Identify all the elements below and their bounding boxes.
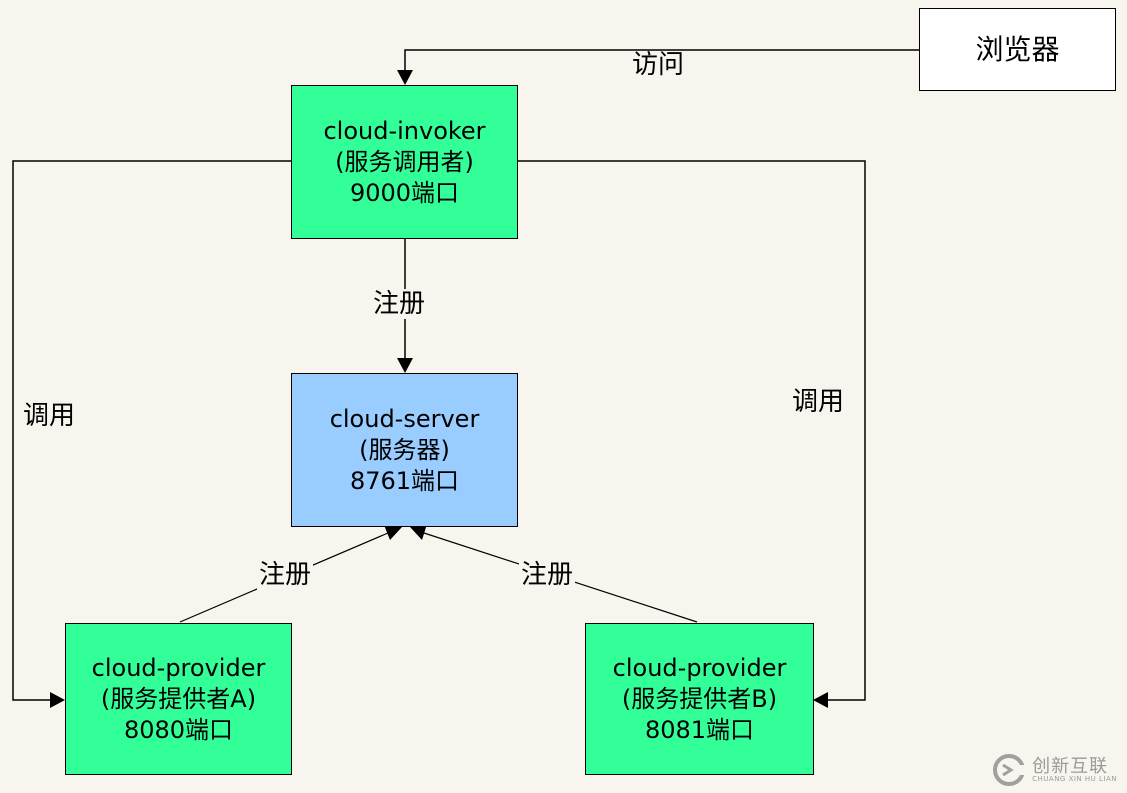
call-right-edge bbox=[517, 160, 866, 701]
call-right-label: 调用 bbox=[792, 387, 845, 417]
invoker-role: (服务调用者) bbox=[335, 147, 474, 176]
register-invoker-label: 注册 bbox=[371, 289, 428, 319]
provider-b-port: 8081端口 bbox=[644, 715, 755, 744]
call-left-arrowhead bbox=[50, 692, 65, 708]
watermark-text: 创新互联 bbox=[1032, 755, 1109, 777]
register-invoker-arrowhead bbox=[397, 358, 413, 373]
browser-node: 浏览器 bbox=[919, 8, 1116, 91]
invoker-name: cloud-invoker bbox=[323, 116, 486, 145]
visit-label: 访问 bbox=[632, 50, 685, 80]
register-a-label: 注册 bbox=[257, 560, 314, 590]
invoker-node: cloud-invoker (服务调用者) 9000端口 bbox=[291, 85, 518, 239]
provider-a-role: (服务提供者A) bbox=[100, 684, 257, 713]
provider-b-node: cloud-provider (服务提供者B) 8081端口 bbox=[585, 623, 814, 775]
server-name: cloud-server bbox=[329, 404, 480, 433]
provider-a-name: cloud-provider bbox=[91, 653, 266, 682]
watermark-logo-icon bbox=[993, 754, 1027, 786]
browser-label: 浏览器 bbox=[975, 33, 1060, 66]
server-role: (服务器) bbox=[359, 435, 450, 464]
invoker-port: 9000端口 bbox=[349, 178, 460, 207]
watermark-subtext: CHUANG XIN HU LIAN bbox=[1032, 774, 1117, 783]
call-left-edge bbox=[12, 160, 291, 701]
watermark: 创新互联 CHUANG XIN HU LIAN bbox=[992, 753, 1117, 787]
server-port: 8761端口 bbox=[349, 466, 460, 495]
call-right-arrowhead bbox=[813, 692, 828, 708]
visit-arrowhead bbox=[397, 70, 413, 85]
provider-b-role: (服务提供者B) bbox=[621, 684, 778, 713]
provider-a-node: cloud-provider (服务提供者A) 8080端口 bbox=[65, 623, 292, 775]
register-b-label: 注册 bbox=[519, 560, 576, 590]
visit-edge bbox=[404, 49, 919, 70]
register-b-arrowhead bbox=[410, 524, 427, 540]
call-left-label: 调用 bbox=[23, 401, 76, 431]
provider-b-name: cloud-provider bbox=[612, 653, 787, 682]
register-a-arrowhead bbox=[384, 525, 402, 540]
provider-a-port: 8080端口 bbox=[123, 715, 234, 744]
server-node: cloud-server (服务器) 8761端口 bbox=[291, 373, 518, 527]
